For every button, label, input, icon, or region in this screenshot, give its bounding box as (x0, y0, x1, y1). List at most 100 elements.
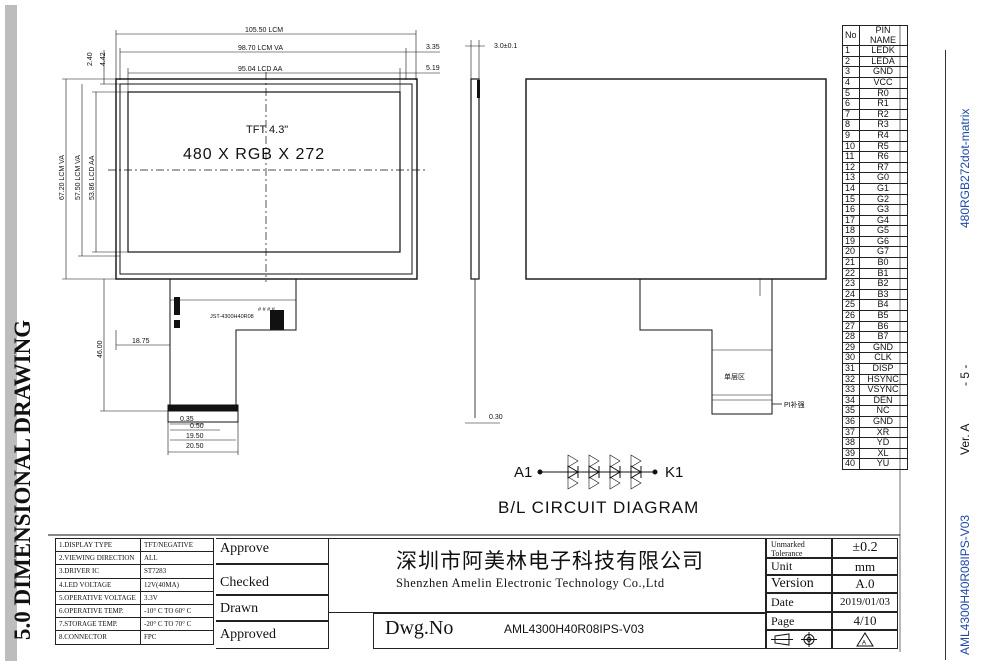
spec-value: -10° C TO 60° C (140, 603, 214, 619)
back-view (525, 78, 827, 280)
pin-number: 22 (842, 267, 860, 280)
pin-name: R4 (858, 129, 908, 142)
dim-top1: 2.40 (87, 52, 94, 66)
dim-aa-gap: 5.19 (426, 65, 440, 72)
pin-name: HSYNC (858, 373, 908, 386)
pin-name: XR (858, 426, 908, 439)
pin-name: G3 (858, 204, 908, 216)
pin-name: GND (858, 66, 908, 78)
version-label: Version (766, 575, 832, 593)
dim-aa-width: 95.04 LCD AA (238, 66, 283, 73)
backlight-cathode: K1 (665, 464, 684, 481)
pin-name: B0 (858, 257, 908, 269)
pin-number: 34 (842, 394, 860, 407)
pin-number: 13 (842, 172, 860, 184)
company-block (329, 538, 766, 613)
dwg-label: Dwg.No (385, 617, 454, 639)
pin-name: DEN (858, 394, 908, 407)
unit-label: Unit (766, 558, 832, 575)
dim-aa-height: 53.86 LCD AA (89, 155, 96, 200)
spec-key: 5.OPERATIVE VOLTAGE (55, 590, 141, 605)
tolerance-value: ±0.2 (832, 538, 898, 558)
unit-value: mm (832, 558, 898, 575)
margin-bar (5, 5, 17, 661)
pin-number: 36 (842, 415, 860, 428)
pin-number: 10 (842, 140, 860, 153)
pin-number: 27 (842, 320, 860, 333)
pin-name: NC (858, 405, 908, 417)
spec-value: 3.3V (140, 590, 214, 605)
fpc-part-label: JST-4300H40R08 (210, 314, 254, 320)
pin-number: 30 (842, 352, 860, 364)
resolution-label: 480 X RGB X 272 (183, 146, 326, 163)
dim-pitch: 0.35 (180, 416, 194, 423)
approve-cell: Approve (216, 538, 329, 564)
pin-number: 31 (842, 363, 860, 375)
pin-number: 3 (842, 66, 860, 78)
spec-value: 12V(40MA) (140, 577, 214, 592)
spec-key: 2.VIEWING DIRECTION (55, 551, 141, 566)
pin-header-name: PIN NAME (858, 24, 908, 47)
pin-name: DISP (858, 363, 908, 375)
pin-number: 9 (842, 129, 860, 142)
backlight-caption: B/L CIRCUIT DIAGRAM (498, 498, 700, 517)
pin-name: GND (858, 415, 908, 428)
pin-number: 35 (842, 405, 860, 417)
dim-fpc-thickness: 0.30 (489, 414, 503, 421)
pin-number: 12 (842, 161, 860, 174)
pin-name: B1 (858, 267, 908, 280)
page-label: Page (766, 612, 832, 630)
pin-number: 1 (842, 45, 860, 57)
fpc-outline (167, 279, 297, 423)
spec-key: 3.DRIVER IC (55, 564, 141, 579)
pin-name: YD (858, 437, 908, 449)
pin-name: VSYNC (858, 384, 908, 396)
pin-name: B7 (858, 331, 908, 343)
svg-text:A: A (862, 641, 866, 647)
company-name-cn: 深圳市阿美林电子科技有限公司 (396, 549, 704, 573)
dim-fpc-height: 46.00 (97, 340, 104, 358)
dim-lcm-width: 105.50 LCM (245, 27, 284, 34)
pin-number: 39 (842, 447, 860, 460)
spec-value: TFT/NEGATIVE (140, 537, 214, 553)
pin-number: 20 (842, 246, 860, 259)
pin-name: R1 (858, 98, 908, 110)
spec-key: 1.DISPLAY TYPE (55, 537, 141, 553)
pin-number: 18 (842, 225, 860, 237)
pin-name: G2 (858, 193, 908, 206)
lcm-outline (115, 78, 418, 280)
pin-name: B4 (858, 299, 908, 312)
pin-number: 8 (842, 119, 860, 131)
spec-value: ST7283 (140, 564, 214, 579)
dim-fpc-offset: 18.75 (132, 338, 150, 345)
pin-name: G7 (858, 246, 908, 259)
pin-number: 2 (842, 55, 860, 68)
pi-label: PI补强 (784, 402, 805, 409)
spec-row: 7.STORAGE TEMP.-20° C TO 70° C (55, 617, 214, 632)
pin-name: B3 (858, 288, 908, 301)
back-fpc (639, 279, 773, 415)
